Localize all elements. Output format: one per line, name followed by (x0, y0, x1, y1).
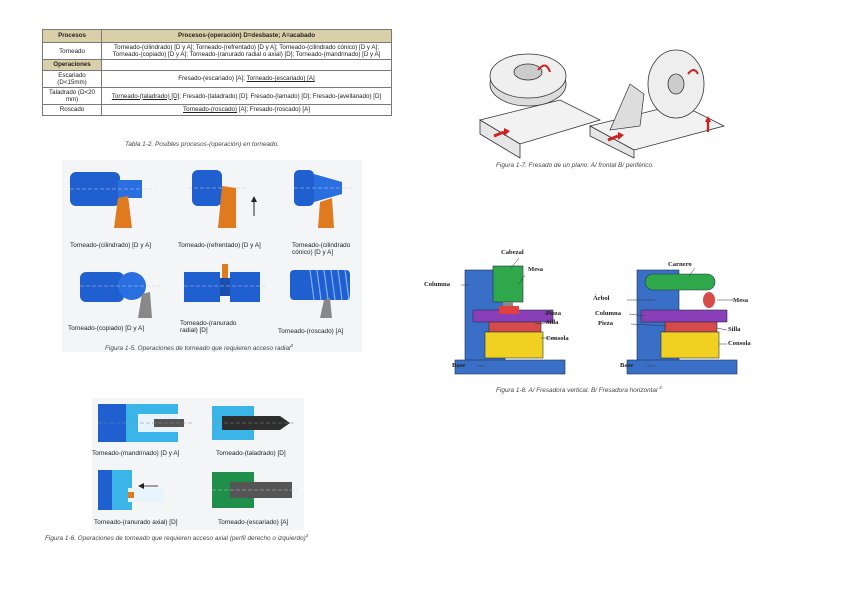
ranurado-axial-illustration (98, 470, 164, 510)
table-header-row: Procesos Procesos-(operación) D=desbaste… (42, 29, 392, 43)
label-mesa-b: Mesa (733, 297, 749, 304)
table-header-procesos: Procesos (42, 29, 102, 43)
escariado-illustration (212, 472, 298, 508)
ranurado-radial-illustration (184, 264, 268, 302)
refrentado-illustration (188, 170, 257, 228)
cilindrado-illustration (70, 172, 156, 228)
table-row: Escariado (D<15mm) Fresado-(escariado) [… (42, 69, 392, 89)
conico-illustration (294, 170, 354, 228)
table-cell-operacion: Torneado-(cilindrado) [D y A]; Torneado-… (101, 41, 392, 61)
label-mesa: Mesa (528, 266, 544, 273)
fig15-label-6: Torneado-(roscado) [A] (278, 328, 344, 335)
label-pieza-b: Pieza (598, 320, 614, 327)
fig15-label-3: Torneado-(cilindrado cónico) [D y A] (292, 242, 351, 257)
label-silla: Silla (546, 319, 559, 326)
figure-1-6-caption: Figura 1-6. Operaciones de torneado que … (45, 533, 308, 542)
figure-1-7-caption: Figura 1-7. Fresado de un plano: A/ fron… (496, 162, 654, 169)
mandrinado-illustration (98, 404, 192, 442)
label-base: Base (452, 362, 466, 369)
op-text-underlined: Torneado-(escariado) [A] (246, 75, 315, 83)
label-columna-b: Columna (595, 310, 622, 317)
label-consola-b: Consola (728, 340, 751, 347)
caption-sup: 3 (659, 385, 662, 390)
op-text-underlined: Torneado-(taladrado) [D] (111, 92, 180, 100)
process-table: Procesos Procesos-(operación) D=desbaste… (42, 29, 392, 116)
label-pieza: Pieza (546, 310, 562, 317)
roscado-illustration (290, 269, 350, 318)
table-cell-operacion: Torneado-(taladrado) [D]; Fresado-(talad… (101, 87, 392, 106)
caption-text: Figura 1-6. Operaciones de torneado que … (45, 535, 306, 543)
table-cell-proceso: Escariado (D<15mm) (42, 69, 102, 89)
table-section-empty (101, 59, 392, 71)
caption-sup: 3 (290, 343, 293, 348)
figure-1-8-caption: Figura 1-8. A/ Fresadora vertical. B/ Fr… (496, 385, 662, 394)
label-arbol: Árbol (593, 295, 610, 302)
op-text: Fresado-(escariado) [A]; (178, 75, 247, 83)
figure-1-8-illustration (454, 257, 738, 375)
table-section-label: Operaciones (42, 59, 102, 71)
label-carnero: Carnero (668, 261, 692, 268)
label-cabezal: Cabezal (501, 249, 524, 256)
fig16-label-2: Torneado-(taladrado) [D] (216, 450, 286, 457)
fig16-label-4: Torneado-(escariado) [A] (218, 519, 289, 526)
table-row: Torneado Torneado-(cilindrado) [D y A]; … (42, 41, 392, 61)
op-text-tail: [A]; Fresado-(roscado) [A] (237, 106, 310, 114)
op-text-tail: ; Fresado-(taladrado) [D]; Fresado-(lama… (179, 92, 382, 100)
table-row: Roscado Torneado-(roscado) [A]; Fresado-… (42, 104, 392, 116)
figure-1-7-illustration (478, 49, 726, 159)
table-cell-proceso: Roscado (42, 104, 102, 116)
fig16-label-1: Torneado-(mandrinado) [D y A] (92, 450, 180, 457)
caption-sup: 3 (305, 533, 309, 538)
table-section-row: Operaciones (42, 59, 392, 71)
label-base-b: Base (620, 362, 634, 369)
op-text-underlined: Torneado-(roscado) (183, 106, 238, 114)
taladrado-illustration (212, 406, 296, 440)
table-header-operacion: Procesos-(operación) D=desbaste; A=acaba… (101, 29, 392, 43)
table-cell-operacion: Fresado-(escariado) [A]; Torneado-(escar… (101, 69, 392, 89)
copiado-illustration (80, 272, 160, 318)
fig15-label-5: Torneado-(ranurado radial) [D] (180, 320, 237, 335)
fig15-label-4: Torneado-(copiado) [D y A] (68, 325, 145, 332)
fig15-label-1: Torneado-(cilindrado) [D y A] (70, 242, 151, 249)
label-columna: Columna (424, 281, 451, 288)
table-cell-proceso: Torneado (42, 41, 102, 61)
caption-text: Figura 1-8. A/ Fresadora vertical. B/ Fr… (496, 387, 658, 395)
table-row: Taladrado (D<20 mm) Torneado-(taladrado)… (42, 87, 392, 106)
table-cell-operacion: Torneado-(roscado) [A]; Fresado-(roscado… (101, 104, 392, 116)
table-cell-proceso: Taladrado (D<20 mm) (42, 87, 102, 106)
table-caption: Tabla 1-2. Posibles procesos-(operación)… (125, 141, 279, 148)
figure-1-5-caption: Figura 1-5. Operaciones de torneado que … (105, 343, 293, 352)
label-silla-b: Silla (728, 326, 741, 333)
caption-text: Figura 1-5. Operaciones de torneado que … (105, 345, 291, 353)
fig16-label-3: Torneado-(ranurado axial) [D] (94, 519, 178, 526)
label-consola: Consola (546, 335, 569, 342)
fig15-label-2: Torneado-(refrentado) [D y A] (178, 242, 261, 249)
